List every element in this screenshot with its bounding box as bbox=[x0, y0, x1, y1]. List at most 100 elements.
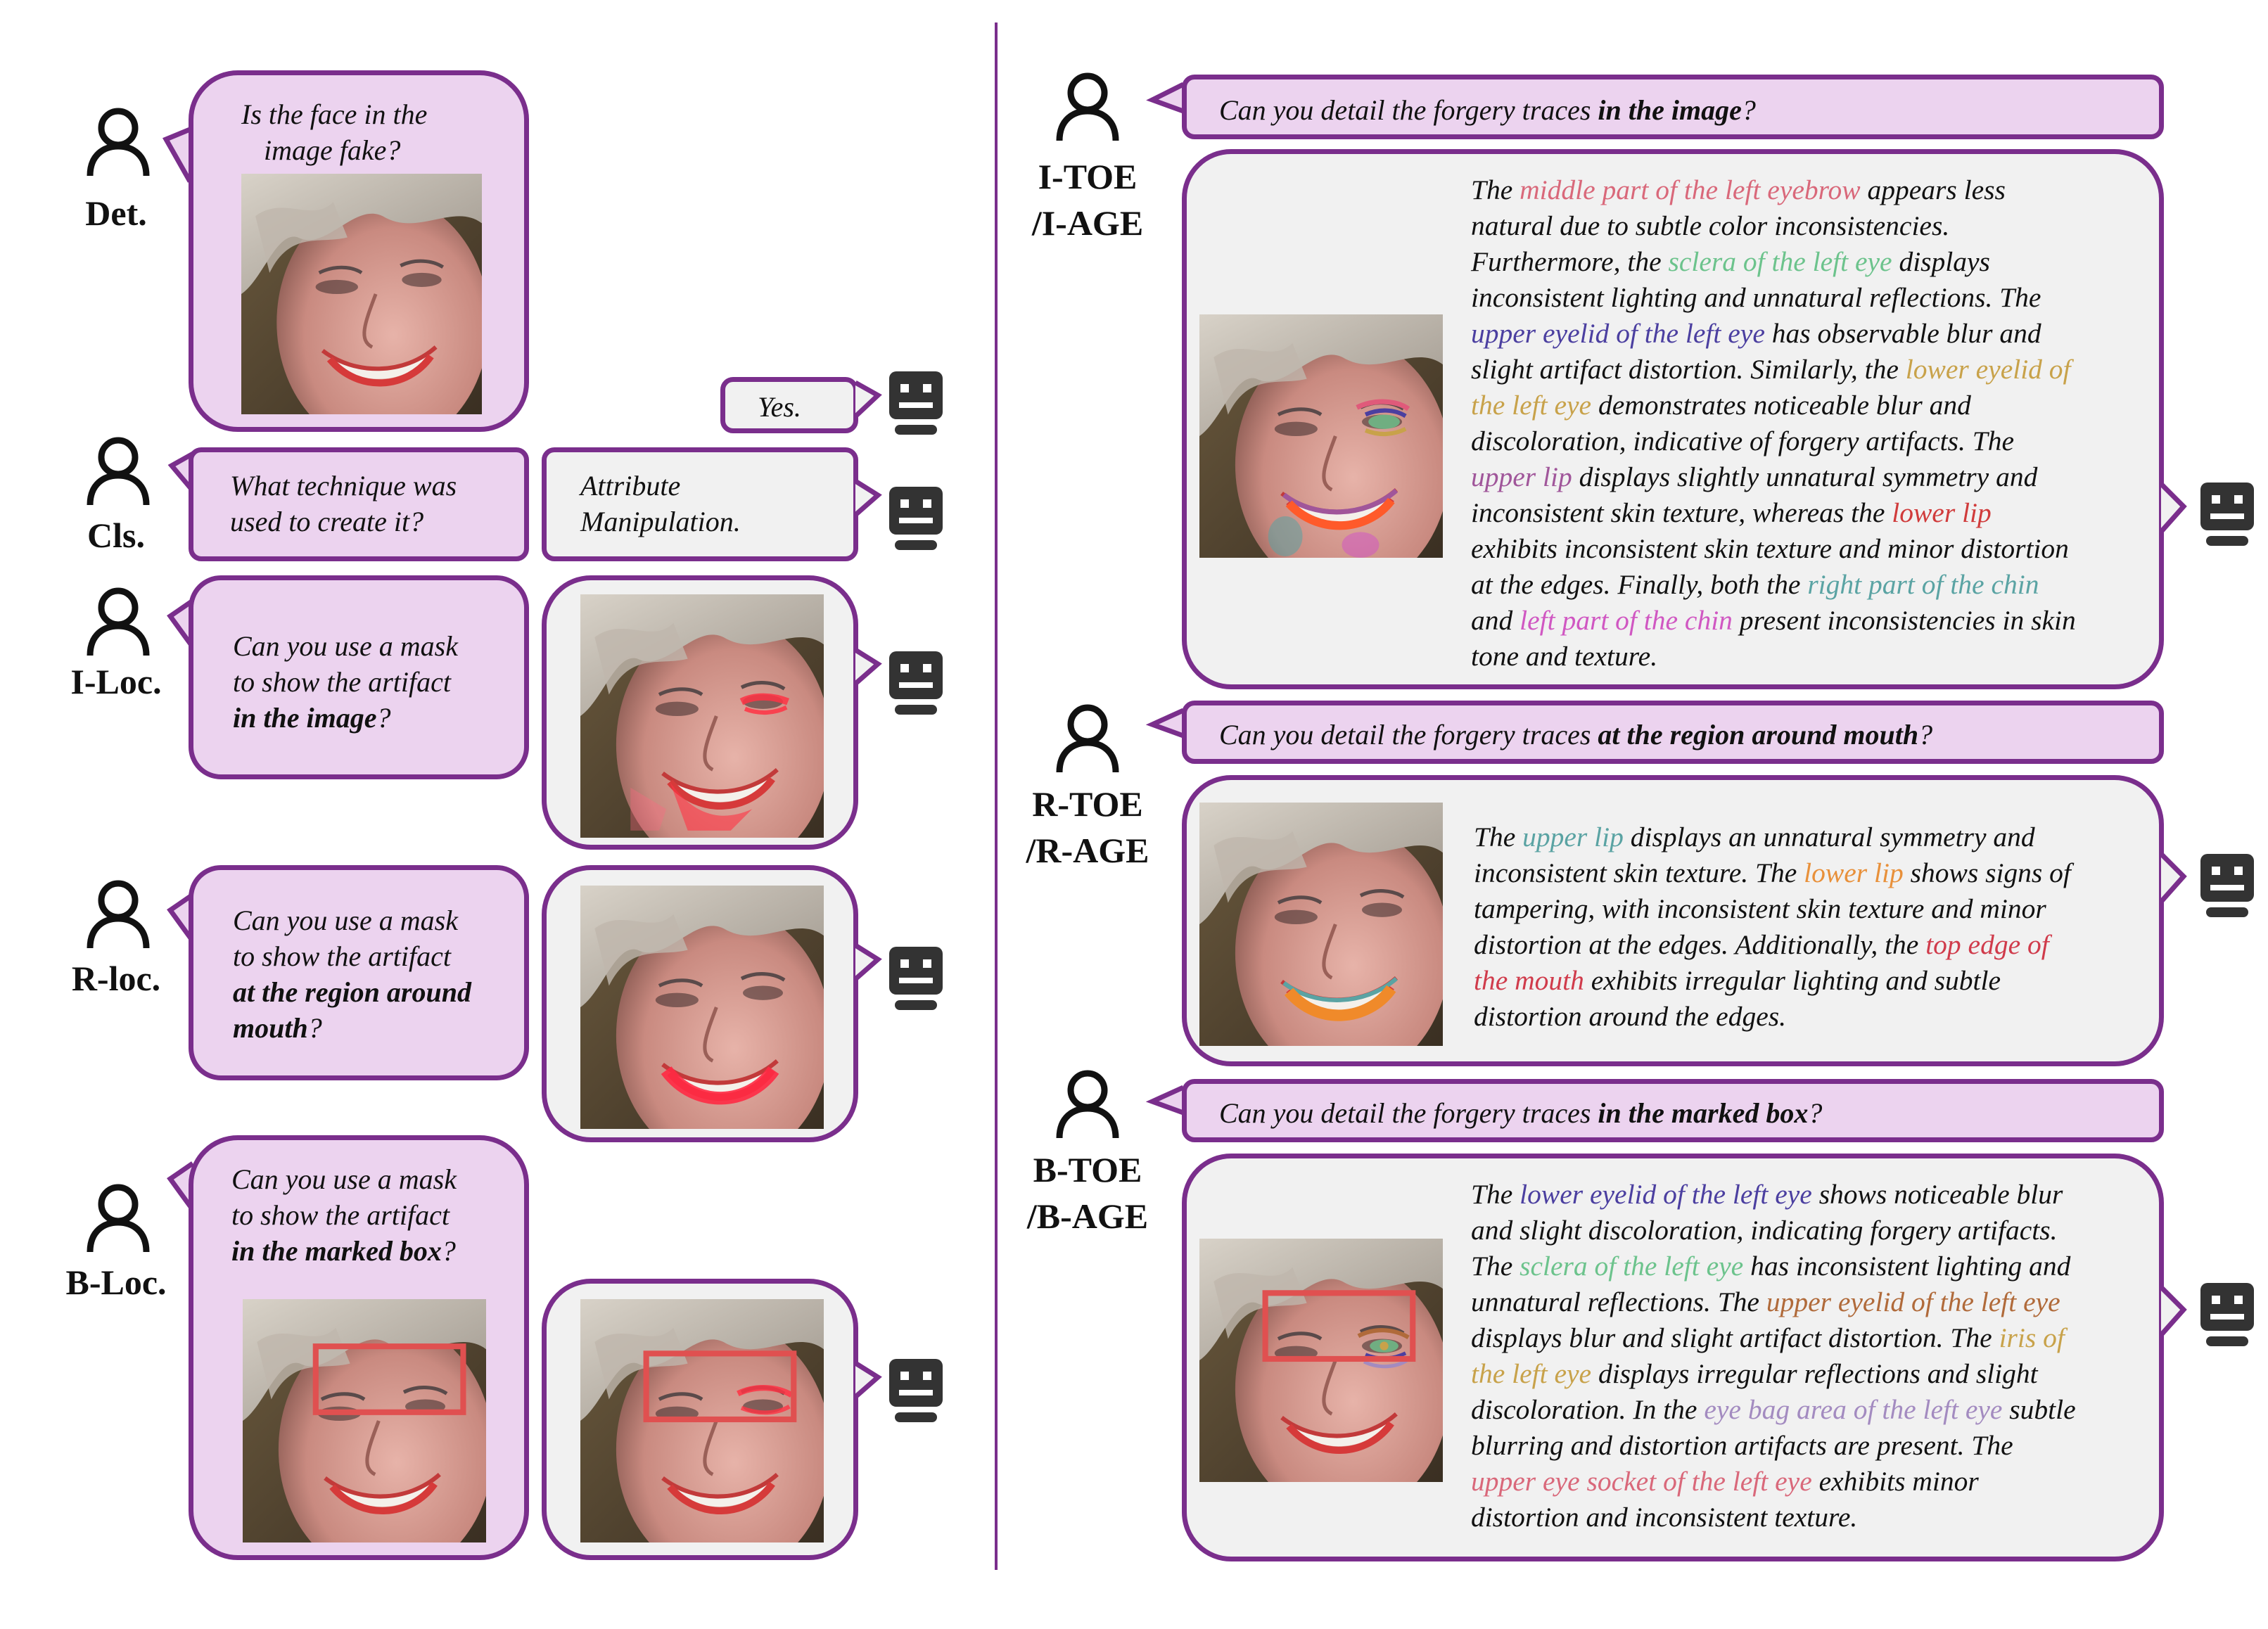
user-icon bbox=[83, 106, 153, 183]
highlighted-region-text: top edge of bbox=[1925, 929, 2049, 960]
bubble-tail bbox=[2159, 482, 2187, 534]
answer-text-segment: displays irregular reflections and sligh… bbox=[1591, 1358, 2038, 1389]
answer-bubble-cls: Attribute Manipulation. bbox=[542, 447, 858, 561]
answer-line: The lower eyelid of the left eye shows n… bbox=[1471, 1177, 2076, 1213]
forgery-trace-image bbox=[1199, 803, 1443, 1046]
answer-text-segment: displays blur and slight artifact distor… bbox=[1471, 1322, 1999, 1353]
answer-bubble-rloc bbox=[542, 865, 858, 1142]
highlighted-region-text: upper eyelid of the left eye bbox=[1766, 1286, 2060, 1317]
question-bubble-det: Is the face in the image fake? bbox=[189, 70, 529, 432]
bubble-tail bbox=[853, 380, 882, 419]
answer-line: unnatural reflections. The upper eyelid … bbox=[1471, 1284, 2076, 1320]
highlighted-region-text: iris of bbox=[1999, 1322, 2065, 1353]
highlighted-region-text: lower lip bbox=[1892, 497, 1992, 528]
answer-text-segment: displays bbox=[1892, 246, 1990, 277]
answer-line: displays blur and slight artifact distor… bbox=[1471, 1320, 2076, 1356]
task-label-iloc: I-Loc. bbox=[70, 662, 162, 701]
answer-line: discoloration. In the eye bag area of th… bbox=[1471, 1392, 2076, 1428]
highlighted-region-text: lower eyelid of the left eye bbox=[1520, 1179, 1812, 1210]
robot-icon bbox=[888, 650, 944, 717]
highlighted-region-text: left part of the chin bbox=[1520, 605, 1733, 636]
answer-text-segment: exhibits irregular lighting and subtle bbox=[1584, 965, 2001, 996]
robot-icon bbox=[888, 945, 944, 1013]
bubble-tail bbox=[167, 1161, 195, 1212]
answer-line: blurring and distortion artifacts are pr… bbox=[1471, 1428, 2076, 1464]
task-label-det: Det. bbox=[85, 193, 147, 233]
bubble-tail bbox=[2159, 852, 2187, 904]
answer-text-segment: subtle bbox=[2002, 1394, 2076, 1425]
answer-bubble-btoe: The lower eyelid of the left eye shows n… bbox=[1182, 1154, 2164, 1561]
answer-line: The sclera of the left eye has inconsist… bbox=[1471, 1248, 2076, 1284]
answer-text-segment: The bbox=[1474, 822, 1523, 852]
answer-text-segment: inconsistent skin texture. The bbox=[1474, 857, 1804, 888]
answer-line: inconsistent skin texture. The lower lip… bbox=[1474, 855, 2071, 891]
answer-line: at the edges. Finally, both the right pa… bbox=[1471, 567, 2076, 603]
answer-line: The middle part of the left eyebrow appe… bbox=[1471, 172, 2076, 208]
highlighted-region-text: upper eyelid of the left eye bbox=[1471, 318, 1765, 349]
highlighted-region-text: the left eye bbox=[1471, 1358, 1592, 1389]
highlighted-region-text: right part of the chin bbox=[1807, 569, 2039, 600]
answer-text-segment: tone and texture. bbox=[1471, 641, 1658, 672]
task-label-cls: Cls. bbox=[87, 516, 145, 555]
answer-text-segment: The bbox=[1471, 1179, 1520, 1210]
question-text-rtoe: Can you detail the forgery traces at the… bbox=[1219, 719, 1933, 750]
bubble-tail bbox=[853, 1361, 882, 1399]
answer-text-segment: exhibits minor bbox=[1811, 1466, 1979, 1497]
answer-bubble-itoe: The middle part of the left eyebrow appe… bbox=[1182, 149, 2164, 689]
bubble-tail bbox=[853, 943, 882, 981]
answer-line: natural due to subtle color inconsistenc… bbox=[1471, 208, 2076, 244]
answer-text-segment: natural due to subtle color inconsistenc… bbox=[1471, 210, 1950, 241]
answer-line: inconsistent lighting and unnatural refl… bbox=[1471, 280, 2076, 316]
user-icon bbox=[83, 1182, 153, 1259]
answer-text-segment: Furthermore, the bbox=[1471, 246, 1669, 277]
answer-bubble-det: Yes. bbox=[720, 377, 858, 433]
answer-text-segment: distortion and inconsistent texture. bbox=[1471, 1502, 1858, 1533]
answer-text-segment: displays an unnatural symmetry and bbox=[1623, 822, 2035, 852]
answer-text-segment: unnatural reflections. The bbox=[1471, 1286, 1766, 1317]
answer-text-segment: has inconsistent lighting and bbox=[1743, 1251, 2071, 1282]
answer-line: the left eye displays irregular reflecti… bbox=[1471, 1356, 2076, 1392]
user-icon bbox=[1052, 702, 1123, 779]
user-icon bbox=[83, 878, 153, 955]
question-text-btoe: Can you detail the forgery traces in the… bbox=[1219, 1097, 1823, 1129]
marked-box bbox=[312, 1343, 466, 1415]
bubble-tail bbox=[162, 127, 193, 183]
answer-text-segment: and slight discoloration, indicating for… bbox=[1471, 1215, 2058, 1246]
robot-icon bbox=[2199, 852, 2255, 920]
question-text-cls: What technique was used to create it? bbox=[230, 470, 457, 537]
answer-bubble-iloc bbox=[542, 575, 858, 850]
answer-text-segment: blurring and distortion artifacts are pr… bbox=[1471, 1430, 2013, 1461]
mask-output-image-boxed bbox=[580, 1299, 824, 1542]
answer-line: discoloration, indicative of forgery art… bbox=[1471, 423, 2076, 459]
answer-line: upper lip displays slightly unnatural sy… bbox=[1471, 459, 2076, 495]
answer-text-segment: discoloration, indicative of forgery art… bbox=[1471, 426, 2015, 456]
answer-text-segment: present inconsistencies in skin bbox=[1732, 605, 2076, 636]
question-bubble-rloc: Can you use a mask to show the artifact … bbox=[189, 865, 529, 1080]
bubble-tail bbox=[2159, 1285, 2187, 1337]
input-face-image bbox=[241, 174, 482, 414]
answer-text-segment: has observable blur and bbox=[1764, 318, 2041, 349]
answer-text-segment: distortion at the edges. Additionally, t… bbox=[1474, 929, 1926, 960]
highlighted-region-text: upper eye socket of the left eye bbox=[1471, 1466, 1812, 1497]
highlighted-region-text: middle part of the left eyebrow bbox=[1520, 174, 1861, 205]
answer-line: The upper lip displays an unnatural symm… bbox=[1474, 819, 2071, 855]
bubble-tail bbox=[1145, 1085, 1185, 1116]
answer-text-itoe: The middle part of the left eyebrow appe… bbox=[1471, 172, 2076, 675]
answer-line: Furthermore, the sclera of the left eye … bbox=[1471, 244, 2076, 280]
answer-line: distortion at the edges. Additionally, t… bbox=[1474, 927, 2071, 963]
highlighted-region-text: the mouth bbox=[1474, 965, 1584, 996]
answer-text-segment: appears less bbox=[1860, 174, 2006, 205]
forgery-trace-image-boxed bbox=[1199, 1239, 1443, 1482]
highlighted-region-text: lower eyelid of bbox=[1905, 354, 2071, 385]
question-bubble-bloc: Can you use a mask to show the artifact … bbox=[189, 1135, 529, 1560]
answer-line: exhibits inconsistent skin texture and m… bbox=[1471, 531, 2076, 567]
robot-icon bbox=[888, 1358, 944, 1425]
robot-icon bbox=[2199, 481, 2255, 549]
answer-text-segment: The bbox=[1471, 1251, 1520, 1282]
answer-text-segment: distortion around the edges. bbox=[1474, 1001, 1786, 1032]
user-icon bbox=[1052, 1068, 1123, 1145]
question-bar-btoe: Can you detail the forgery traces in the… bbox=[1182, 1079, 2164, 1142]
marked-box bbox=[1262, 1290, 1416, 1362]
question-bubble-iloc: Can you use a mask to show the artifact … bbox=[189, 575, 529, 779]
question-text-iloc: Can you use a mask to show the artifact … bbox=[233, 630, 458, 734]
